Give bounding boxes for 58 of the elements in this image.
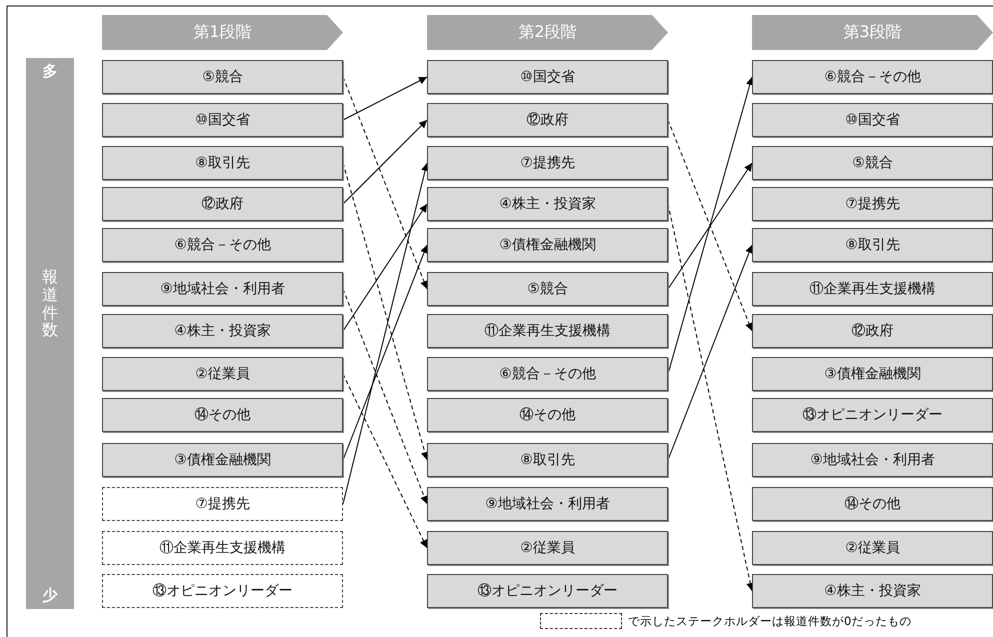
- arrow: [342, 76, 428, 290]
- stakeholder-box: ⑭その他: [752, 487, 993, 521]
- stakeholder-box: ⑥競合－その他: [752, 60, 993, 94]
- stakeholder-box: ⑤競合: [427, 272, 668, 306]
- axis-title: 報道件数: [42, 268, 58, 339]
- stakeholder-box: ⑪企業再生支援機構: [427, 314, 668, 348]
- stakeholder-box: ④株主・投資家: [102, 314, 343, 348]
- stakeholder-box: ⑨地域社会・利用者: [102, 272, 343, 306]
- stakeholder-box: ⑬オピニオンリーダー: [752, 398, 993, 432]
- stakeholder-box: ⑧取引先: [102, 146, 343, 180]
- stakeholder-box: ⑫政府: [427, 103, 668, 137]
- stakeholder-box: ②従業員: [427, 531, 668, 565]
- zero-coverage-box: ⑪企業再生支援機構: [102, 531, 343, 565]
- stakeholder-box: ⑨地域社会・利用者: [427, 487, 668, 521]
- stakeholder-box: ⑫政府: [102, 187, 343, 221]
- stage-label: 第1段階: [193, 22, 252, 43]
- stakeholder-box: ②従業員: [102, 357, 343, 391]
- stakeholder-box: ⑫政府: [752, 314, 993, 348]
- axis-end-label: 多: [42, 62, 58, 81]
- axis-band: [26, 58, 74, 609]
- stakeholder-box: ⑭その他: [427, 398, 668, 432]
- arrow: [668, 76, 754, 374]
- stage-label: 第2段階: [518, 22, 577, 43]
- stakeholder-box: ⑧取引先: [427, 443, 668, 477]
- stakeholder-box: ⑥競合－その他: [102, 228, 343, 262]
- stakeholder-box: ③債権金融機関: [427, 228, 668, 262]
- stakeholder-box: ⑧取引先: [752, 228, 993, 262]
- stakeholder-box: ⑨地域社会・利用者: [752, 443, 993, 477]
- legend-text: で示したステークホルダーは報道件数が0だったもの: [628, 614, 912, 628]
- stakeholder-box: ⑦提携先: [752, 187, 993, 221]
- arrow: [668, 120, 753, 332]
- stakeholder-box: ⑩国交省: [752, 103, 993, 137]
- stakeholder-box: ⑦提携先: [427, 146, 668, 180]
- arrow: [342, 204, 428, 332]
- stakeholder-box: ⑩国交省: [427, 60, 668, 94]
- stakeholder-box: ⑪企業再生支援機構: [752, 272, 993, 306]
- arrow: [342, 76, 428, 120]
- arrow: [342, 288, 428, 504]
- stakeholder-box: ④株主・投資家: [427, 187, 668, 221]
- stakeholder-box: ③債権金融機関: [102, 443, 343, 477]
- stakeholder-box: ⑤競合: [102, 60, 343, 94]
- stakeholder-box: ⑬オピニオンリーダー: [427, 574, 668, 608]
- zero-coverage-box: ⑦提携先: [102, 487, 343, 521]
- arrow: [342, 374, 428, 548]
- arrow: [342, 244, 428, 460]
- axis-end-label: 少: [42, 586, 58, 605]
- stakeholder-box: ⑩国交省: [102, 103, 343, 137]
- stakeholder-box: ⑭その他: [102, 398, 343, 432]
- stakeholder-box: ⑥競合－その他: [427, 357, 668, 391]
- stage-label: 第3段階: [843, 22, 902, 43]
- arrow: [668, 162, 752, 290]
- stakeholder-box: ③債権金融機関: [752, 357, 993, 391]
- stakeholder-box: ⑤競合: [752, 146, 993, 180]
- arrow: [668, 244, 753, 460]
- arrow: [342, 120, 428, 204]
- stakeholder-box: ④株主・投資家: [752, 574, 993, 608]
- stakeholder-box: ②従業員: [752, 531, 993, 565]
- zero-coverage-box: ⑬オピニオンリーダー: [102, 574, 343, 608]
